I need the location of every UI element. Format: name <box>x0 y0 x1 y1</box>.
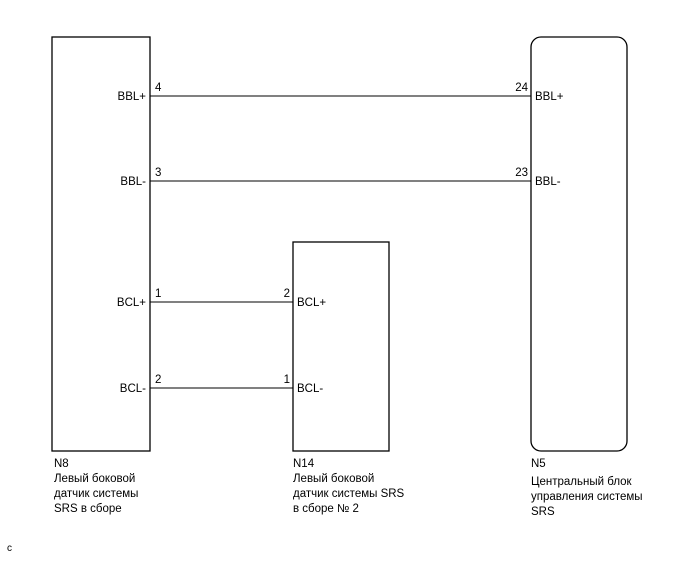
n14-name-line-3: в сборе № 2 <box>293 503 359 515</box>
n5-name-line-1: Центральный блок <box>531 476 633 488</box>
n14-pin-1: 1 <box>284 374 290 386</box>
n14-pin-2: 2 <box>284 288 290 300</box>
n8-signal-bbl-minus: BBL- <box>120 176 146 188</box>
n8-name-line-2: датчик системы <box>54 488 138 500</box>
n8-pin-1: 1 <box>155 288 161 300</box>
n8-signal-bbl-plus: BBL+ <box>118 91 147 103</box>
n5-name-line-3: SRS <box>531 506 555 518</box>
n5-pin-24: 24 <box>515 82 528 94</box>
n14-box <box>292 241 390 452</box>
n8-name-line-1: Левый боковой <box>54 473 135 485</box>
n8-pin-3: 3 <box>155 167 161 179</box>
n14-name-line-2: датчик системы SRS <box>293 488 405 500</box>
n8-signal-bcl-minus: BCL- <box>120 383 146 395</box>
n8-name-line-3: SRS в сборе <box>54 503 122 515</box>
n5-box <box>530 36 628 452</box>
n5-signal-bbl-minus: BBL- <box>535 176 561 188</box>
n5-name-line-2: управления системы <box>531 491 643 503</box>
n14-code: N14 <box>293 458 315 470</box>
n8-pin-4: 4 <box>155 82 162 94</box>
n14-signal-bcl-minus: BCL- <box>297 383 323 395</box>
n5-code: N5 <box>531 458 546 470</box>
n8-box <box>51 36 151 452</box>
n14-signal-bcl-plus: BCL+ <box>297 297 326 309</box>
n8-pin-2: 2 <box>155 374 161 386</box>
n5-pin-23: 23 <box>515 167 528 179</box>
n14-name-line-1: Левый боковой <box>293 473 374 485</box>
n5-signal-bbl-plus: BBL+ <box>535 91 564 103</box>
n8-code: N8 <box>54 458 69 470</box>
footer-mark: c <box>7 543 12 554</box>
n8-signal-bcl-plus: BCL+ <box>117 297 146 309</box>
